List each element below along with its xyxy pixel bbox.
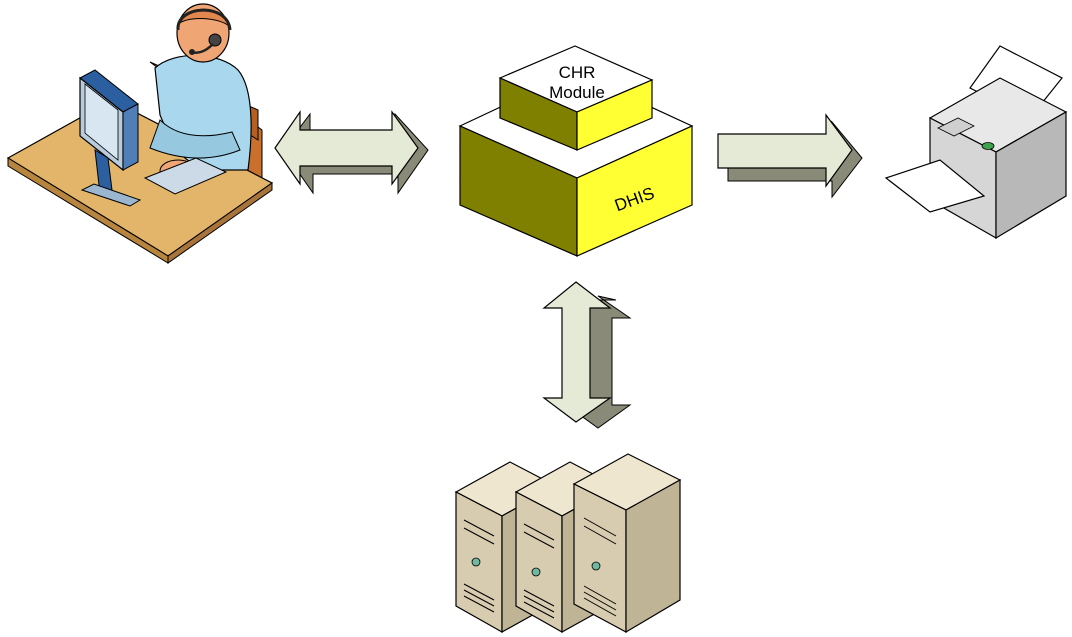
server-cluster-icon [454, 453, 682, 634]
call-center-agent-icon [6, 3, 274, 264]
vertical-bidirectional-arrow-icon [542, 281, 632, 429]
server-icon [572, 453, 682, 634]
bidirectional-arrow-icon [274, 110, 429, 195]
right-arrow-icon [717, 113, 863, 199]
module-label-line2: Module [549, 83, 605, 102]
module-label-line1: CHR [559, 63, 596, 82]
module-stack: CHR Module DHIS [458, 45, 694, 257]
printer-icon [884, 45, 1068, 240]
